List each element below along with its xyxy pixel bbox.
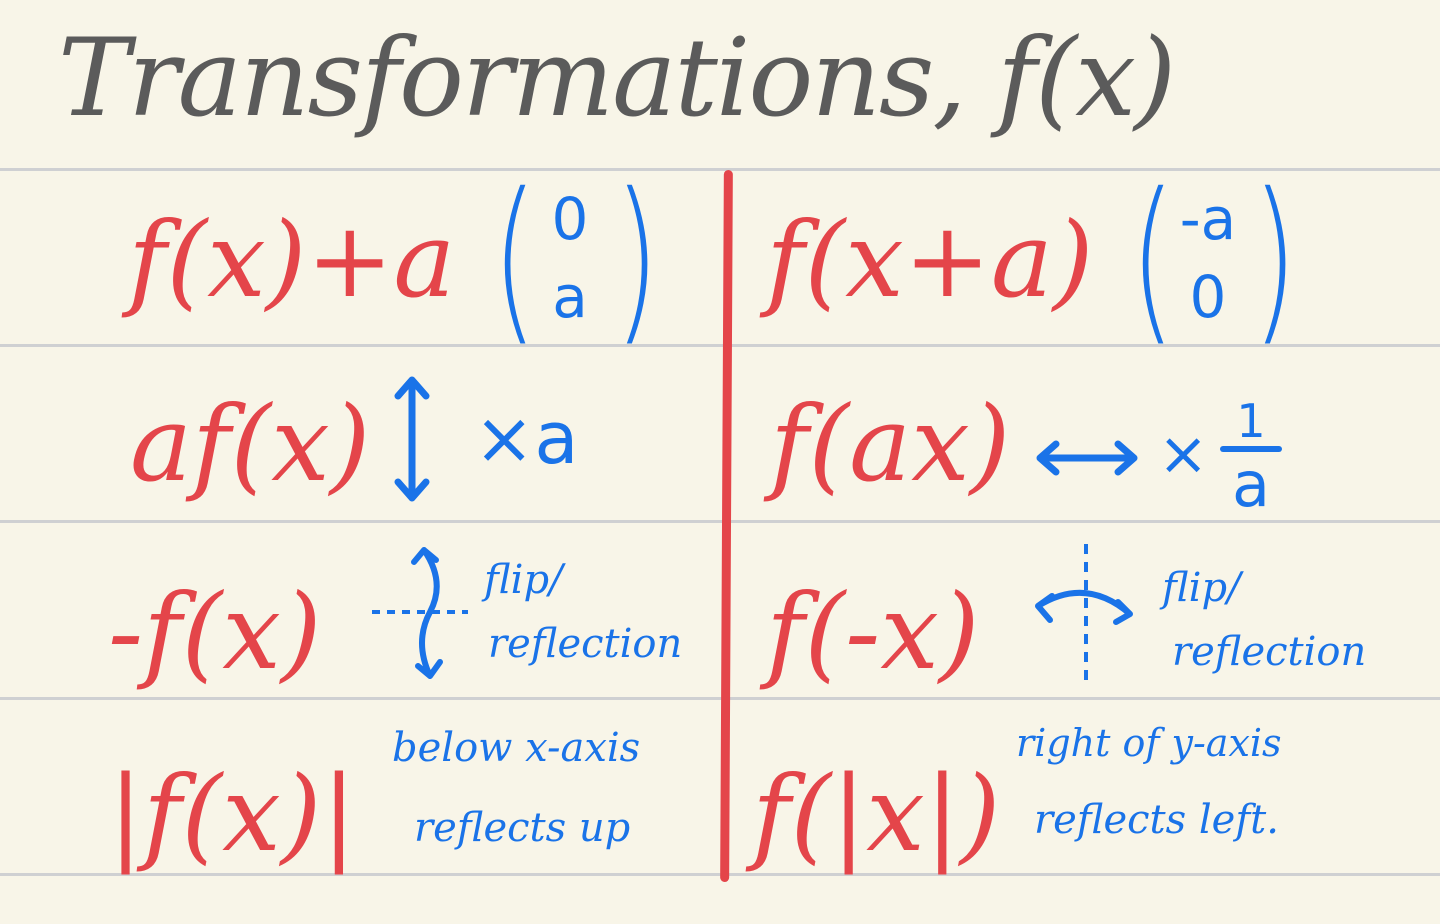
vector-right-paren: ) (614, 155, 660, 362)
ruled-line (0, 697, 1440, 700)
expr-modulus-function: |f(x)| (108, 753, 357, 875)
fraction-denominator: a (1232, 448, 1270, 521)
note-below-x-axis: below x-axis (392, 725, 641, 771)
vector-top-value: -a (1179, 185, 1237, 253)
fraction-bar (1220, 446, 1282, 452)
ruled-line (0, 520, 1440, 523)
vertical-double-arrow-icon (394, 376, 430, 502)
vector-bottom-value: a (552, 263, 588, 331)
note-flip: flip/ (484, 557, 563, 603)
vector-left-paren: ( (492, 155, 538, 362)
horizontal-flip-arrow-icon (1035, 544, 1133, 686)
note-reflects-left: reflects left. (1034, 797, 1279, 843)
translation-vector: ( -a 0 ) (1128, 170, 1298, 360)
note-reflects-up: reflects up (414, 805, 631, 851)
expr-reflect-y: f(-x) (766, 571, 980, 693)
vector-bottom-value: 0 (1189, 263, 1227, 331)
expr-translate-vertical: f(x)+a (128, 199, 456, 321)
ruled-line (0, 168, 1440, 171)
expr-reflect-x: -f(x) (108, 571, 322, 693)
expr-f-of-modulus-x: f(|x|) (752, 753, 1001, 875)
expr-translate-horizontal: f(x+a) (766, 199, 1094, 321)
expr-vertical-stretch: af(x) (130, 383, 371, 505)
expr-horizontal-stretch: f(ax) (770, 383, 1011, 505)
note-flip: flip/ (1162, 565, 1241, 611)
note-reflection: reflection (488, 621, 683, 667)
fraction-one-over-a: 1 a (1216, 398, 1286, 516)
horizontal-double-arrow-icon (1036, 440, 1138, 476)
note-reflection: reflection (1172, 629, 1367, 675)
page-title: Transformations, f(x) (58, 16, 1176, 141)
fraction-numerator: 1 (1236, 394, 1266, 448)
note-right-of-y-axis: right of y-axis (1016, 721, 1282, 765)
note-scale-factor: ×a (474, 396, 579, 480)
vector-right-paren: ) (1252, 155, 1298, 362)
vertical-flip-arrow-icon (372, 547, 468, 679)
ruled-line (0, 873, 1440, 876)
translation-vector: ( 0 a ) (490, 170, 660, 360)
vector-top-value: 0 (551, 185, 589, 253)
note-scale-factor: × (1158, 419, 1209, 489)
ruled-line (0, 344, 1440, 347)
column-divider (720, 169, 733, 883)
vector-left-paren: ( (1130, 155, 1176, 362)
